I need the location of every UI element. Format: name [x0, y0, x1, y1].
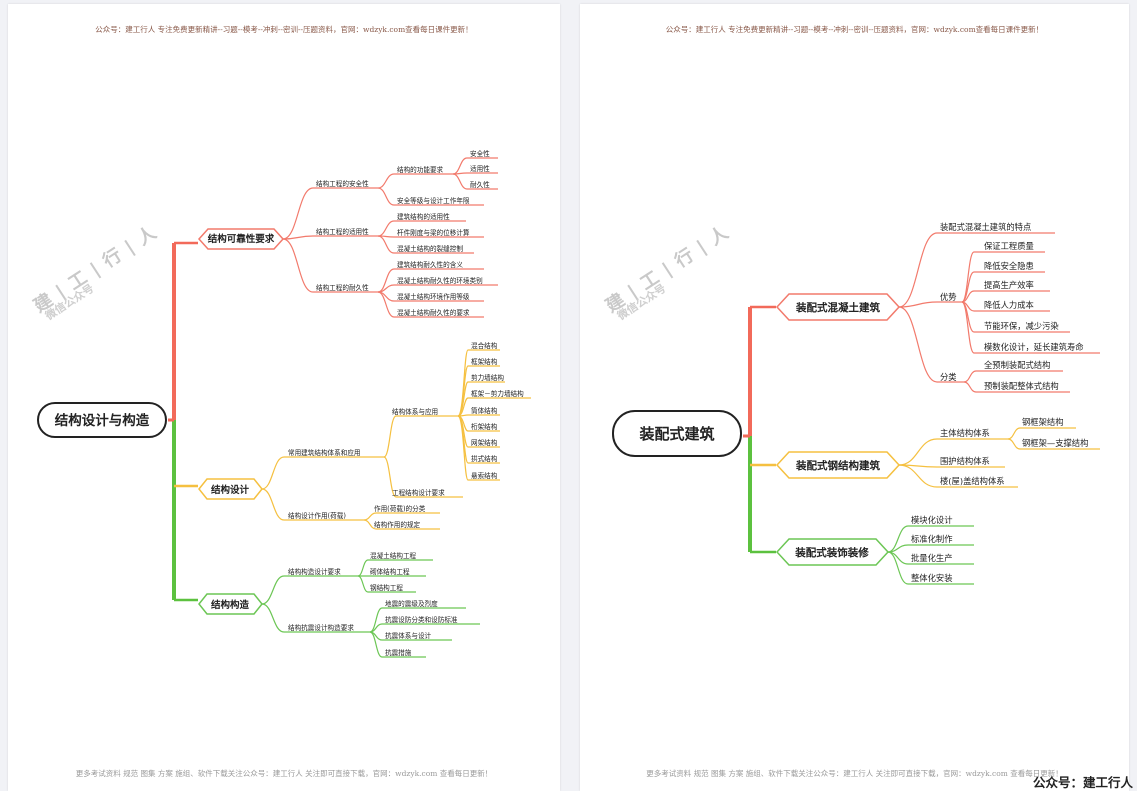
- leaf: 砌体结构工程: [370, 567, 410, 576]
- leaf: 降低人力成本: [984, 300, 1034, 310]
- node-durability: 结构工程的耐久性: [316, 283, 369, 292]
- page-header: 公众号：建工行人 专注免费更新精讲--习题--模考--冲刺--密训--压题资料，…: [665, 25, 1044, 34]
- node-prefab-features: 装配式混凝土建筑的特点: [940, 222, 1031, 232]
- leaf: 降低安全隐患: [984, 261, 1034, 271]
- caption-wechat: 公众号：建工行人: [1032, 775, 1133, 790]
- leaf: 悬索结构: [471, 471, 498, 480]
- leaf: 适用性: [470, 164, 490, 173]
- leaf: 混凝土结构的裂缝控制: [397, 244, 463, 253]
- leaf: 钢框架—支撑结构: [1022, 438, 1088, 448]
- node-applicability: 结构工程的适用性: [316, 227, 369, 236]
- root-node: [37, 402, 167, 438]
- mindmap-prefab-building: 装配式建筑 装配式混凝土建筑 装配式混凝土建筑的特点 优势 分类 保证工程质量 …: [612, 222, 1100, 585]
- leaf: 地震的震级及烈度: [385, 599, 438, 608]
- leaf: 钢结构工程: [370, 583, 403, 592]
- leaf: 框架结构: [471, 357, 498, 366]
- branch-reliability-label: 结构可靠性要求: [207, 233, 275, 245]
- branch-structure-detail-label: 结构构造: [210, 599, 250, 611]
- leaf: 混合结构: [471, 341, 498, 350]
- leaf: 整体化安装: [911, 573, 953, 583]
- leaf: 钢框架结构: [1022, 417, 1064, 427]
- page-header: 公众号：建工行人 专注免费更新精讲--习题--模考--冲刺--密训--压题资料，…: [95, 25, 473, 34]
- leaf: 混凝土结构耐久性的环境类别: [397, 276, 483, 285]
- page-footer: 更多考试资料 规范 图集 方案 施组、软件下载关注公众号：建工行人 关注即可直接…: [646, 769, 1063, 778]
- leaf: 剪力墙结构: [471, 373, 504, 382]
- mindmap-structure-design: 结构设计与构造 结构可靠性要求 结构工程的安全性 结构工程的适用性 结构工程的耐…: [37, 149, 531, 658]
- leaf: 结构作用的规定: [374, 520, 421, 529]
- leaf: 模数化设计，延长建筑寿命: [984, 342, 1084, 352]
- leaf: 保证工程质量: [984, 241, 1034, 251]
- leaf: 建筑结构耐久性的含义: [397, 260, 463, 269]
- leaf: 耐久性: [470, 180, 490, 189]
- page-footer: 更多考试资料 规范 图集 方案 施组、软件下载关注公众号：建工行人 关注即可直接…: [75, 769, 493, 778]
- document-page-left: 公众号：建工行人 专注免费更新精讲--习题--模考--冲刺--密训--压题资料，…: [8, 4, 560, 791]
- leaf: 安全性: [470, 149, 490, 158]
- root-node: [612, 410, 742, 457]
- node-function-req: 结构的功能要求: [397, 165, 444, 174]
- node-design-load: 结构设计作用(荷载): [288, 511, 346, 520]
- node-floor-roof: 楼(屋)盖结构体系: [940, 476, 1005, 486]
- document-page-right: 公众号：建工行人 专注免费更新精讲--习题--模考--冲刺--密训--压题资料，…: [580, 4, 1129, 791]
- leaf: 混凝土结构环境作用等级: [397, 292, 470, 301]
- leaf: 杆件刚度与梁的位移计算: [397, 228, 470, 237]
- root-label: 结构设计与构造: [55, 412, 150, 429]
- leaf: 标准化制作: [911, 534, 953, 544]
- leaf: 抗震措施: [385, 648, 412, 657]
- node-safety-level: 安全等级与设计工作年限: [397, 196, 470, 205]
- leaf: 筒体结构: [471, 406, 498, 415]
- node-seismic-req: 结构抗震设计构造要求: [288, 623, 354, 632]
- leaf: 批量化生产: [911, 553, 953, 563]
- node-main-structure: 主体结构体系: [940, 428, 990, 438]
- root-label: 装配式建筑: [638, 425, 714, 443]
- leaf: 全预制装配式结构: [984, 360, 1050, 370]
- leaf: 模块化设计: [911, 515, 953, 525]
- leaf: 作用(荷载)的分类: [374, 504, 426, 513]
- leaf: 混凝土结构耐久性的要求: [397, 308, 470, 317]
- leaf: 节能环保，减少污染: [984, 321, 1059, 331]
- leaf: 抗震体系与设计: [385, 631, 432, 640]
- leaf: 框架－剪力墙结构: [471, 389, 524, 398]
- branch-prefab-decoration-label: 装配式装饰装修: [794, 546, 869, 559]
- leaf: 抗震设防分类和设防标准: [385, 615, 458, 624]
- node-enclosure: 围护结构体系: [940, 456, 990, 466]
- node-detail-req: 结构构造设计要求: [288, 567, 341, 576]
- leaf: 混凝土结构工程: [370, 551, 417, 560]
- leaf: 桁架结构: [471, 422, 498, 431]
- branch-prefab-steel-label: 装配式钢结构建筑: [795, 459, 880, 472]
- branch-prefab-concrete-label: 装配式混凝土建筑: [795, 301, 880, 314]
- node-common-systems: 常用建筑结构体系和应用: [288, 448, 361, 457]
- leaf: 拱式结构: [471, 454, 498, 463]
- node-design-req: 工程结构设计要求: [392, 488, 445, 497]
- branch-structure-design-label: 结构设计: [210, 484, 250, 496]
- leaf: 网架结构: [471, 438, 498, 447]
- node-system-application: 结构体系与应用: [392, 407, 438, 416]
- leaf: 建筑结构的适用性: [397, 212, 450, 221]
- node-classification: 分类: [940, 372, 957, 382]
- leaf: 提高生产效率: [984, 280, 1034, 290]
- node-advantages: 优势: [940, 292, 957, 302]
- node-safety: 结构工程的安全性: [316, 179, 369, 188]
- leaf: 预制装配整体式结构: [984, 381, 1059, 391]
